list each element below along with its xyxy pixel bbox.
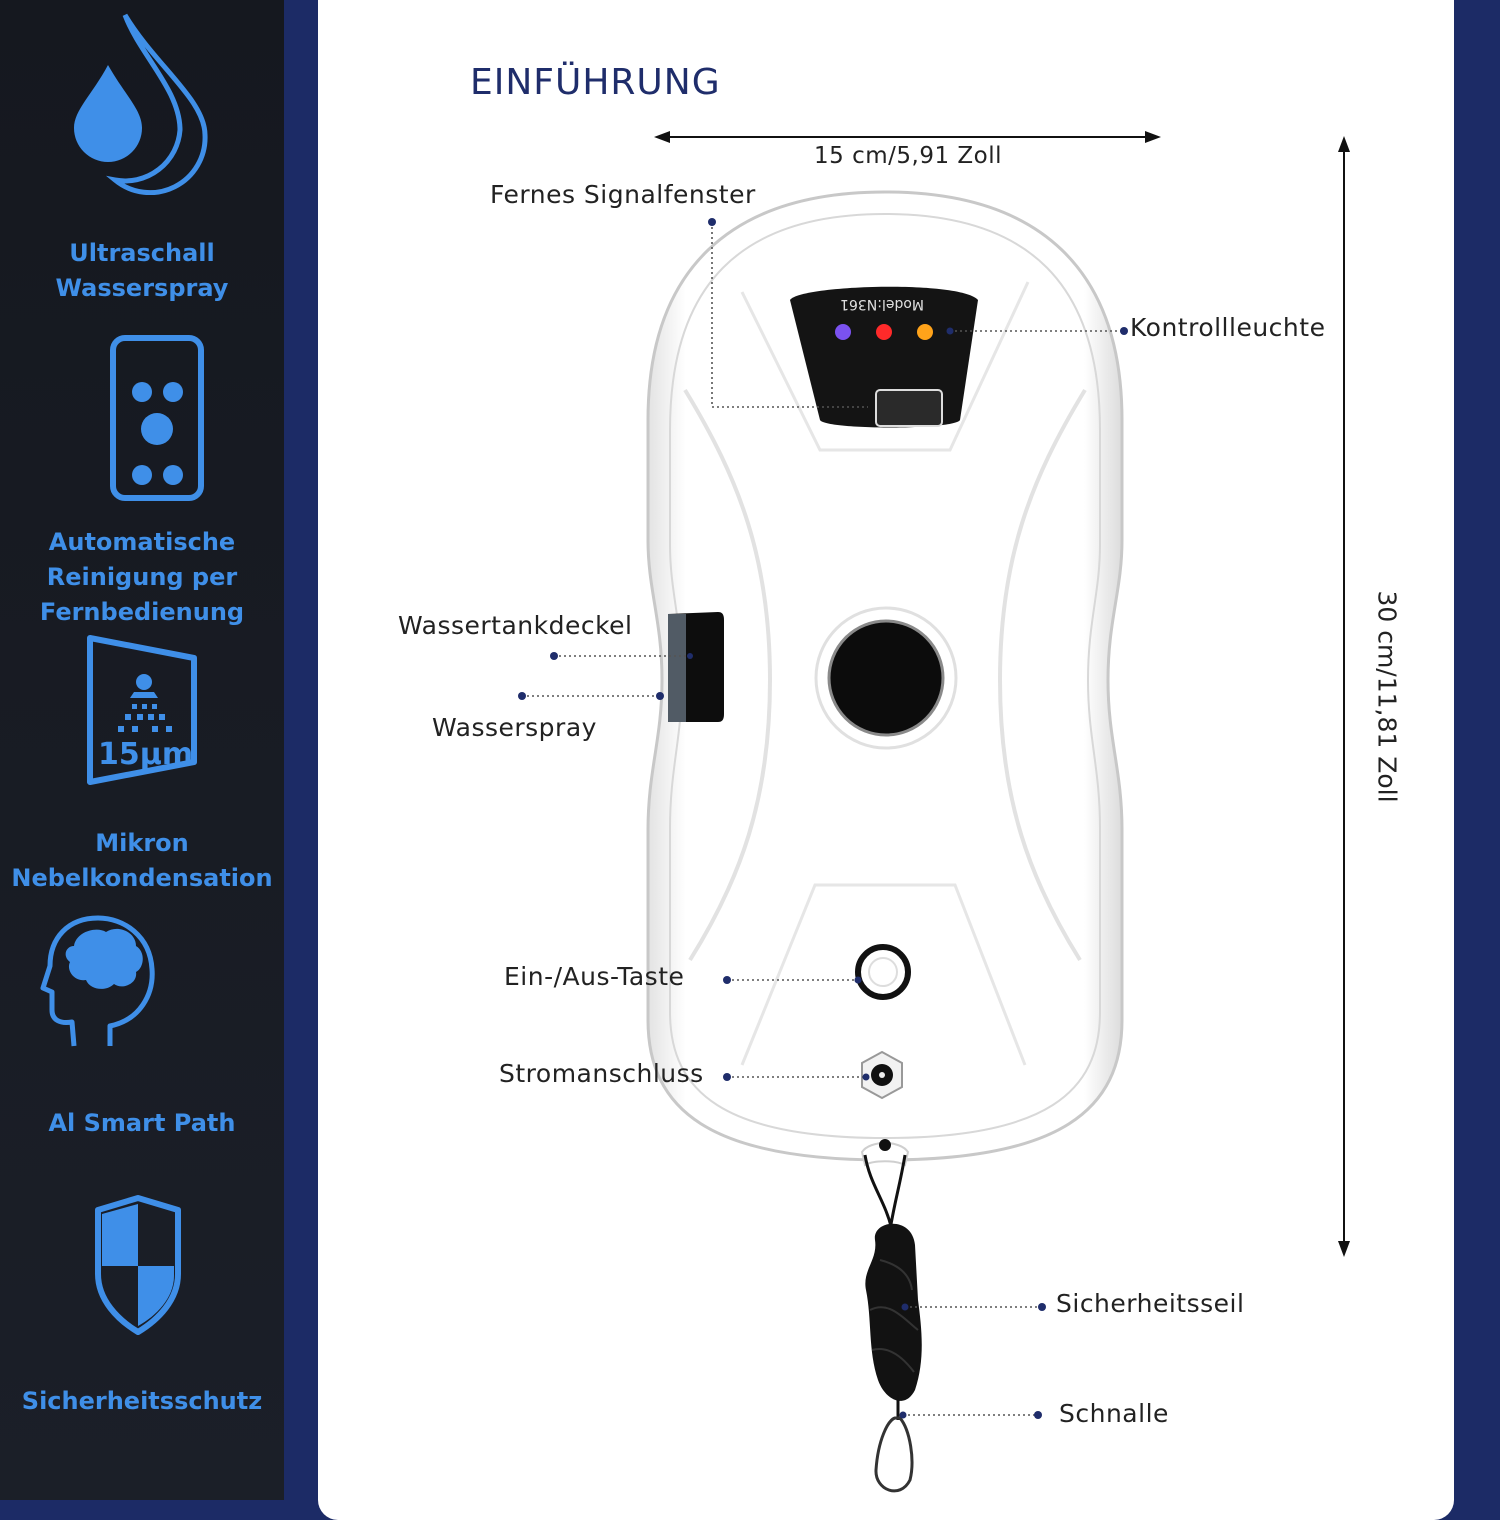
height-dimension-label: 30 cm/11,81 Zoll	[1372, 590, 1402, 803]
width-dimension-arrow	[654, 131, 1161, 143]
signal-window	[875, 389, 943, 427]
page-title: EINFÜHRUNG	[470, 62, 721, 103]
callout-indicator-light: Kontrollleuchte	[1130, 313, 1326, 342]
feature-remote-cleaning: Automatische Reinigung per Fernbedienung	[0, 320, 284, 626]
frame-border	[1454, 0, 1500, 1500]
carabiner-buckle	[874, 1416, 914, 1493]
feature-label-line: Fernbedienung	[39, 598, 245, 626]
height-dimension-arrow	[1338, 136, 1350, 1257]
indicator-light-orange	[917, 324, 933, 340]
feature-label-line: Mikron	[95, 829, 189, 857]
mist-nozzle-icon: 15μm	[87, 635, 197, 785]
feature-label-line: Reinigung per	[46, 563, 238, 591]
remote-control-icon	[110, 335, 204, 501]
feature-label-line: Wasserspray	[55, 274, 229, 302]
leader-safety-rope	[901, 1303, 1046, 1311]
head-brain-icon	[40, 915, 155, 1047]
callout-water-tank-lid: Wassertankdeckel	[398, 611, 633, 640]
leader-power-port	[723, 1073, 870, 1081]
water-drop-icon	[74, 13, 208, 195]
feature-sidebar: Ultraschall Wasserspray Automatische Rei…	[0, 0, 284, 1500]
power-port	[861, 1050, 903, 1100]
control-panel: Model:N361	[790, 286, 978, 428]
feature-safety-protection: Sicherheitsschutz	[0, 1170, 284, 1500]
water-tank-cap	[668, 612, 724, 722]
safety-rope	[860, 1139, 922, 1420]
center-suction-unit	[814, 606, 958, 750]
feature-label-line: Sicherheitsschutz	[21, 1387, 263, 1415]
model-label: Model:N361	[840, 296, 924, 312]
leader-water-spray	[518, 692, 664, 700]
callout-buckle: Schnalle	[1059, 1399, 1169, 1428]
callout-water-spray: Wasserspray	[432, 713, 597, 742]
indicator-light-red	[876, 324, 892, 340]
leader-buckle	[899, 1411, 1042, 1419]
feature-ai-smart-path: Al Smart Path	[0, 910, 284, 1170]
feature-label-line: Ultraschall	[69, 239, 215, 267]
callout-signal-window: Fernes Signalfenster	[490, 180, 756, 209]
leader-signal-window	[708, 218, 868, 408]
width-dimension-label: 15 cm/5,91 Zoll	[814, 143, 1003, 169]
callout-power-port: Stromanschluss	[499, 1059, 704, 1088]
feature-micro-mist: 15μm Mikron Nebelkondensation	[0, 620, 284, 910]
mist-size-text: 15μm	[98, 737, 193, 772]
feature-label-line: Automatische	[48, 528, 236, 556]
indicator-light-purple	[835, 324, 851, 340]
feature-ultrasonic-spray: Ultraschall Wasserspray	[0, 0, 284, 320]
callout-power-button: Ein-/Aus-Taste	[504, 962, 685, 991]
leader-indicator	[946, 327, 1128, 335]
callout-safety-rope: Sicherheitsseil	[1056, 1289, 1245, 1318]
power-button	[855, 944, 911, 1000]
feature-label-line: Al Smart Path	[48, 1109, 236, 1137]
leader-tank-lid	[550, 652, 693, 660]
leader-power-button	[723, 976, 862, 984]
shield-icon	[95, 1195, 181, 1335]
feature-label-line: Nebelkondensation	[11, 864, 273, 892]
